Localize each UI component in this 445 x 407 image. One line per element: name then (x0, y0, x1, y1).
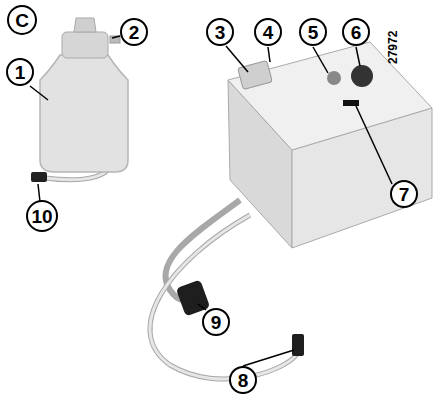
leader-lines (30, 36, 392, 366)
callout-number: 7 (390, 180, 418, 208)
callout-number: 6 (342, 18, 370, 46)
hose-end (31, 172, 47, 182)
sealant-bottle (40, 55, 128, 172)
callout-number: 5 (299, 18, 327, 46)
pressure-gauge (327, 71, 341, 85)
callout-number: 10 (26, 200, 58, 232)
bottle-nozzle (74, 18, 96, 32)
callout-number: 2 (120, 18, 148, 46)
callout-number: 8 (229, 366, 257, 394)
compressor-hose (150, 215, 298, 379)
callout-number: 1 (6, 58, 34, 86)
bottle-cap (62, 32, 108, 58)
callout-number: 4 (254, 18, 282, 46)
valve-connector (176, 279, 211, 316)
hose-inner (150, 215, 298, 379)
callout-number: 3 (206, 18, 234, 46)
panel-letter: C (7, 5, 37, 35)
callout-number: 9 (202, 308, 230, 336)
hose-end (292, 334, 304, 356)
bottle-valve (110, 36, 120, 43)
slot (343, 100, 359, 106)
compressor-top (228, 42, 432, 150)
reference-number: 27972 (386, 31, 400, 64)
switch (351, 65, 373, 87)
